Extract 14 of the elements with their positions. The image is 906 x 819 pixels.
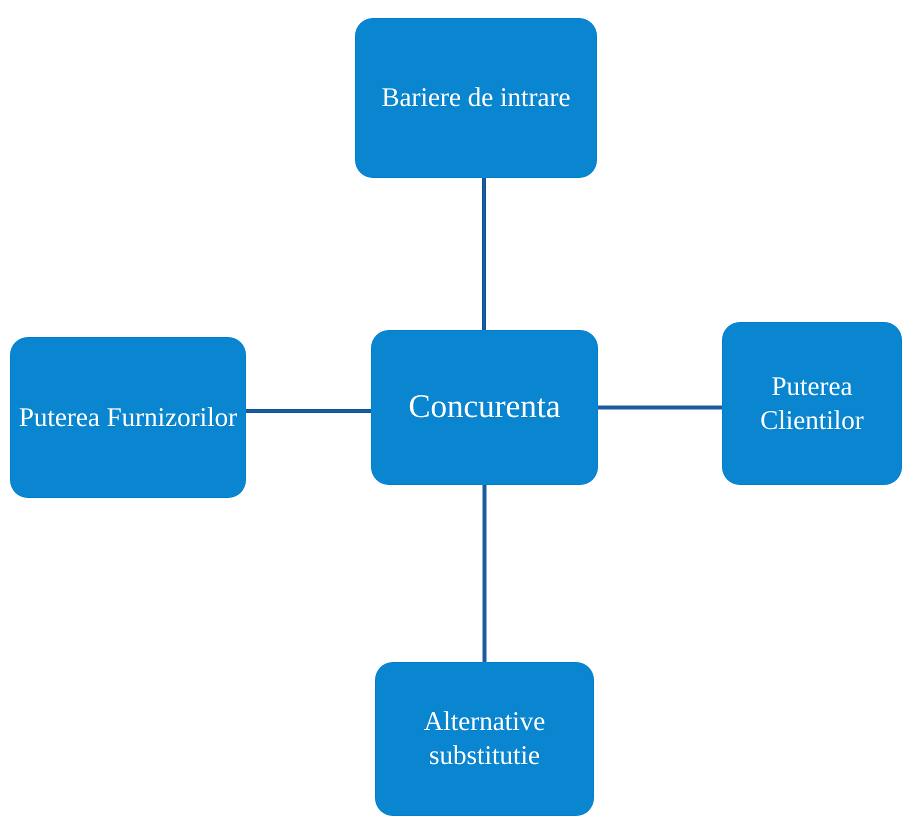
box-label: Concurenta xyxy=(408,388,561,427)
box-label: Alternative substitutie xyxy=(422,705,546,772)
process-box xyxy=(355,18,597,178)
process-box xyxy=(10,337,246,498)
connector-line xyxy=(482,178,486,330)
box-label: Bariere de intrare xyxy=(382,81,570,114)
connector-line xyxy=(482,485,486,662)
connector-line xyxy=(598,406,722,410)
process-box xyxy=(371,330,598,485)
connector-line xyxy=(246,409,371,413)
process-box xyxy=(722,322,902,485)
box-label: Puterea Furnizorilor xyxy=(18,400,238,434)
box-label: Puterea Clientilor xyxy=(759,370,865,436)
process-box xyxy=(375,662,594,816)
